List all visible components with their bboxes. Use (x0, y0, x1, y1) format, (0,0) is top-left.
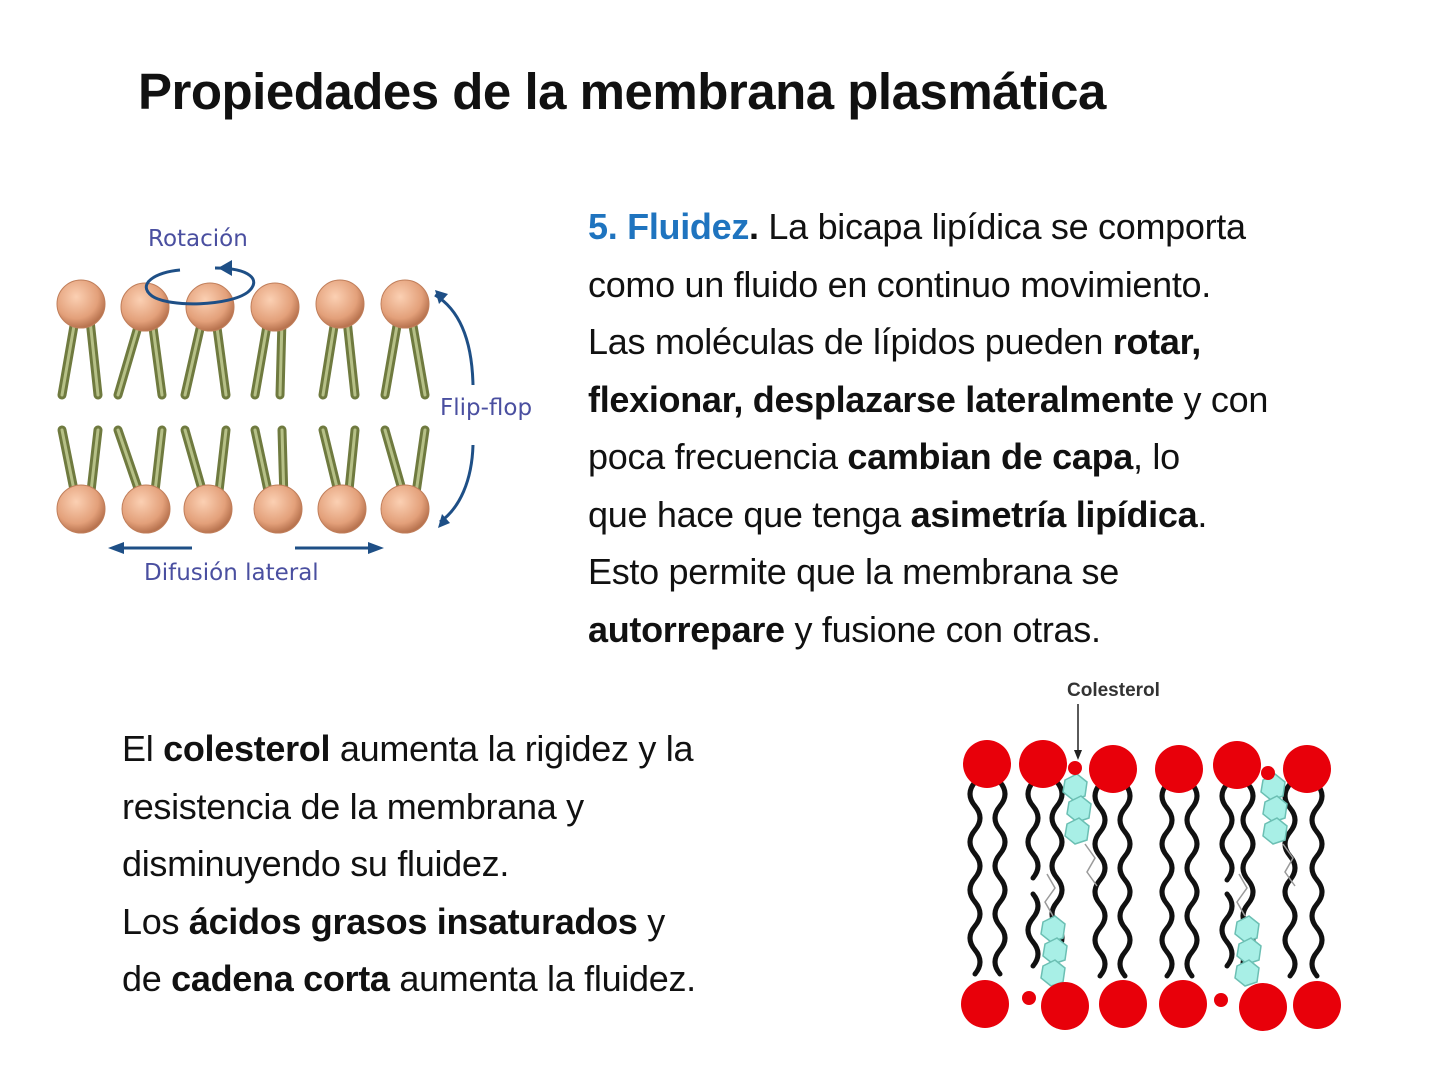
emphasis-text: asimetría lipídica (910, 493, 1198, 535)
rotation-label: Rotación (148, 226, 248, 252)
polar-heads (961, 740, 1341, 1031)
text-run: disminuyendo su fluidez. (122, 843, 510, 884)
emphasis-text: rotar, (1112, 321, 1202, 362)
text-line: disminuyendo su fluidez. (122, 835, 882, 893)
text-run: La bicapa lipídica se comporta (758, 206, 1246, 247)
rotation-arrow-icon (144, 266, 256, 306)
lateral-diffusion-label: Difusión lateral (144, 560, 319, 586)
cholesterol-paragraph: El colesterol aumenta la rigidez y la res… (122, 720, 882, 1008)
emphasis-text: ácidos grasos insaturados (188, 900, 638, 942)
lipid-movement-diagram: Rotación Flip-flop Difusión lateral (56, 226, 532, 586)
flipflop-arrow-icon (434, 293, 475, 386)
text-line: como un fluido en continuo movimiento. (588, 256, 1428, 314)
flipflop-label: Flip-flop (440, 395, 532, 421)
text-run: El (122, 728, 164, 769)
text-line: El colesterol aumenta la rigidez y la (122, 720, 882, 778)
text-run: resistencia de la membrana y (122, 785, 584, 827)
cholesterol-bilayer-diagram: Colesterol (961, 680, 1341, 1031)
text-run: de (122, 958, 172, 999)
text-run: y (637, 900, 665, 942)
text-run: aumenta la rigidez y la (330, 728, 694, 769)
text-run: como un fluido en continuo movimiento. (588, 263, 1211, 305)
text-run: aumenta la fluidez. (389, 958, 696, 999)
text-run: Los (122, 900, 189, 942)
slide-title: Propiedades de la membrana plasmática (138, 63, 1106, 120)
text-run: y fusione con otras. (784, 608, 1101, 650)
emphasis-text: 5. Fluidez (588, 206, 750, 247)
text-line: de cadena corta aumenta la fluidez. (122, 950, 882, 1008)
text-line: 5. Fluidez. La bicapa lipídica se compor… (588, 198, 1428, 256)
text-run: , lo (1133, 436, 1180, 477)
emphasis-text: . (749, 206, 759, 247)
text-line: flexionar, desplazarse lateralmente y co… (588, 371, 1428, 429)
text-run: poca frecuencia (588, 436, 848, 477)
text-line: Las moléculas de lípidos pueden rotar, (588, 313, 1428, 371)
tails-layer (57, 315, 430, 505)
fluidity-paragraph: 5. Fluidez. La bicapa lipídica se compor… (588, 198, 1428, 658)
text-run: y con (1173, 378, 1269, 420)
text-run: . (1197, 493, 1208, 535)
emphasis-text: flexionar, desplazarse lateralmente (588, 378, 1174, 420)
text-line: Los ácidos grasos insaturados y (122, 893, 882, 951)
emphasis-text: cambian de capa (847, 436, 1134, 477)
emphasis-text: colesterol (163, 728, 331, 769)
emphasis-text: autorrepare (588, 608, 785, 650)
text-run: Esto permite que la membrana se (588, 551, 1119, 592)
cholesterol-arrow-icon (1074, 750, 1082, 760)
emphasis-text: cadena corta (171, 958, 390, 999)
sterol-rings (1040, 773, 1288, 987)
text-run: Las moléculas de lípidos pueden (588, 321, 1113, 362)
text-line: poca frecuencia cambian de capa, lo (588, 428, 1428, 486)
text-line: Esto permite que la membrana se (588, 543, 1428, 601)
text-line: que hace que tenga asimetría lipídica. (588, 486, 1428, 544)
polar-heads (56, 279, 430, 534)
text-line: resistencia de la membrana y (122, 778, 882, 836)
text-run: que hace que tenga (588, 493, 911, 535)
cholesterol-label: Colesterol (1067, 680, 1160, 701)
text-line: autorrepare y fusione con otras. (588, 601, 1428, 659)
